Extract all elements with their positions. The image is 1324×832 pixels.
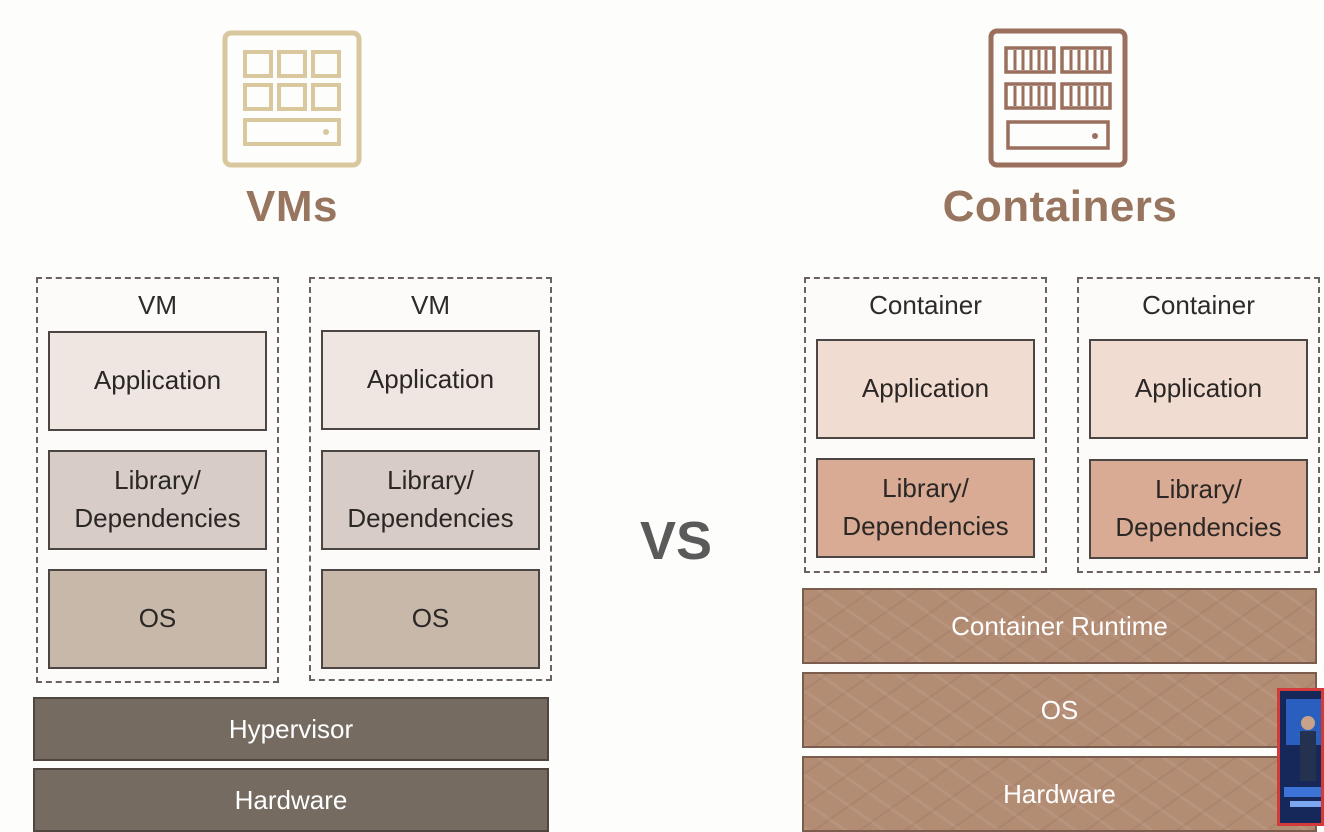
vm-2-os: OS xyxy=(321,569,540,669)
vm-1-library-dependencies: Library/ Dependencies xyxy=(48,450,267,550)
vm-box-1-caption: VM xyxy=(138,290,177,320)
vs-separator: VS xyxy=(639,511,713,571)
vms-title: VMs xyxy=(246,182,338,231)
container-2-library-dependencies: Library/ Dependencies xyxy=(1089,459,1308,559)
container-2-library-label: Library/ Dependencies xyxy=(1115,474,1282,542)
container-1-application: Application xyxy=(816,339,1035,439)
container-server-icon xyxy=(988,28,1128,168)
speaker-figure-icon xyxy=(1280,691,1321,823)
container-hardware-layer: Hardware xyxy=(802,756,1317,832)
hypervisor-layer: Hypervisor xyxy=(33,697,549,761)
vm-1-library-label: Library/ Dependencies xyxy=(74,465,241,533)
container-1-library-dependencies: Library/ Dependencies xyxy=(816,458,1035,558)
container-os-layer: OS xyxy=(802,672,1317,748)
container-2-application: Application xyxy=(1089,339,1308,439)
containers-title: Containers xyxy=(942,182,1178,231)
vm-1-application: Application xyxy=(48,331,267,431)
vm-server-icon xyxy=(222,30,362,168)
speaker-video-thumbnail xyxy=(1277,688,1324,826)
vm-2-application: Application xyxy=(321,330,540,430)
container-runtime-layer: Container Runtime xyxy=(802,588,1317,664)
vm-box-2-caption: VM xyxy=(411,290,450,320)
container-1-library-label: Library/ Dependencies xyxy=(842,473,1009,541)
container-box-1-caption: Container xyxy=(869,290,982,320)
vm-1-os: OS xyxy=(48,569,267,669)
vm-hardware-layer: Hardware xyxy=(33,768,549,832)
vm-2-library-dependencies: Library/ Dependencies xyxy=(321,450,540,550)
container-box-2-caption: Container xyxy=(1142,290,1255,320)
vm-2-library-label: Library/ Dependencies xyxy=(347,465,514,533)
